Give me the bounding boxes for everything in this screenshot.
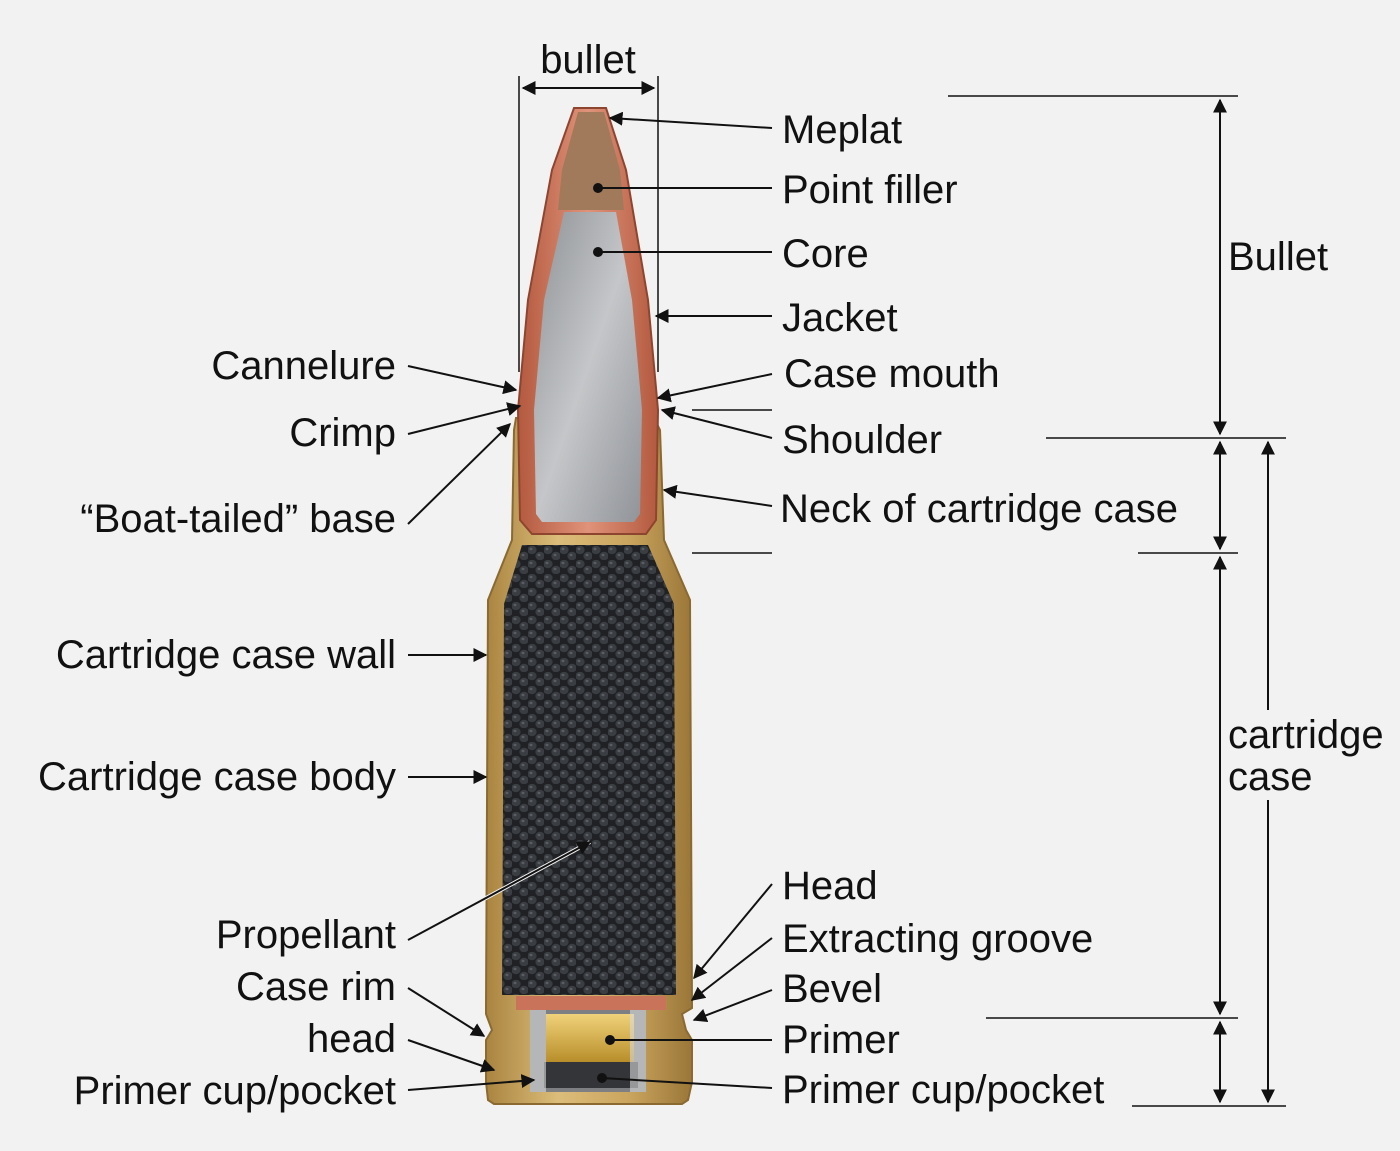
label-primer: Primer: [782, 1018, 900, 1062]
label-core: Core: [782, 232, 869, 276]
lead-core-shape: [534, 212, 642, 522]
dimension-label-case: case: [1228, 755, 1313, 799]
left-labels: Cannelure Crimp “Boat-tailed” base Cartr…: [38, 344, 592, 1113]
bullet-width-label: bullet: [540, 38, 636, 82]
label-primer-cup-right: Primer cup/pocket: [782, 1068, 1104, 1112]
label-crimp: Crimp: [289, 411, 396, 455]
label-case-mouth: Case mouth: [784, 352, 1000, 396]
primer-assembly: [516, 996, 666, 1092]
bullet-width-dimension: bullet: [518, 38, 659, 372]
propellant-fill: [502, 545, 676, 995]
label-cannelure: Cannelure: [211, 344, 396, 388]
label-primer-cup-left: Primer cup/pocket: [74, 1069, 396, 1113]
label-bevel: Bevel: [782, 967, 882, 1011]
label-head-right: Head: [782, 864, 878, 908]
label-neck: Neck of cartridge case: [780, 487, 1178, 531]
label-case-body: Cartridge case body: [38, 755, 396, 799]
label-shoulder: Shoulder: [782, 418, 942, 462]
label-point-filler: Point filler: [782, 168, 958, 212]
label-head-left: head: [307, 1017, 396, 1061]
point-filler-shape: [558, 112, 624, 210]
label-extracting-groove: Extracting groove: [782, 917, 1093, 961]
label-case-wall: Cartridge case wall: [56, 633, 396, 677]
label-jacket: Jacket: [782, 296, 898, 340]
label-boat-tailed-base: “Boat-tailed” base: [80, 497, 396, 541]
label-meplat: Meplat: [782, 108, 902, 152]
right-labels: Meplat Point filler Core Jacket Case mou…: [593, 108, 1178, 1112]
dimension-label-bullet: Bullet: [1228, 235, 1328, 279]
label-case-rim: Case rim: [236, 965, 396, 1009]
label-propellant: Propellant: [216, 913, 396, 957]
cartridge-illustration: [485, 107, 694, 1105]
dimension-label-cartridge: cartridge: [1228, 713, 1384, 757]
dimension-brackets: Bullet cartridge case: [948, 95, 1384, 1107]
